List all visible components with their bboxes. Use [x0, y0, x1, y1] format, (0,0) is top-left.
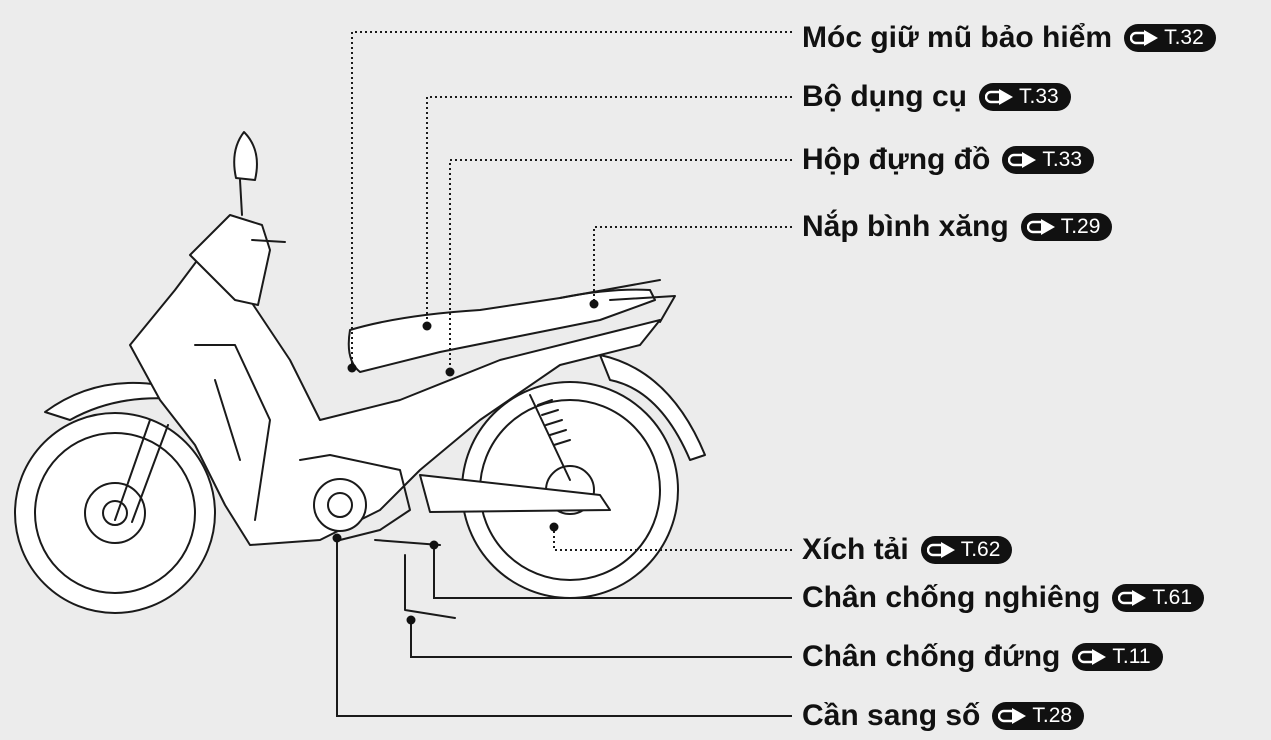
- label-text: Chân chống nghiêng: [802, 581, 1101, 614]
- tail: [559, 279, 676, 323]
- page-ref-pill: T.28: [992, 702, 1085, 730]
- page-ref-pill: T.29: [1020, 213, 1113, 241]
- motorcycle-illustration: [14, 131, 706, 619]
- leader-line-helmet-hook: [351, 31, 792, 368]
- stand: [374, 539, 456, 619]
- label-helmet-hook: Móc giữ mũ bảo hiểm T.32: [802, 18, 1216, 58]
- arrow-right-icon: [926, 542, 955, 558]
- page-ref-pill: T.33: [978, 83, 1071, 111]
- leader-line-tool-kit: [426, 96, 792, 326]
- page-ref: T.11: [1112, 645, 1151, 668]
- arrow-right-icon: [1026, 219, 1055, 235]
- label-text: Nắp bình xăng: [802, 210, 1009, 243]
- page-ref-pill: T.32: [1124, 24, 1216, 52]
- label-main-stand: Chân chống đứng T.11: [802, 637, 1163, 677]
- label-side-stand: Chân chống nghiêng T.61: [802, 578, 1205, 618]
- front-fork: [114, 419, 169, 523]
- page-ref-pill: T.62: [920, 536, 1013, 564]
- label-text: Hộp đựng đồ: [802, 143, 991, 176]
- handle-grip: [251, 239, 286, 243]
- swing-arm: [419, 474, 611, 513]
- page-ref-pill: T.61: [1112, 584, 1205, 612]
- leader-line-side-stand: [433, 545, 792, 599]
- label-text: Cần sang số: [802, 699, 981, 732]
- leader-line-main-stand: [410, 620, 792, 658]
- leader-line-storage-box: [449, 159, 792, 372]
- label-gear-shift: Cần sang số T.28: [802, 696, 1085, 736]
- page-ref: T.28: [1032, 704, 1073, 727]
- engine: [299, 454, 411, 541]
- page-ref: T.29: [1060, 215, 1101, 238]
- page-ref: T.33: [1018, 85, 1059, 108]
- leader-line-gear-shift: [336, 538, 792, 717]
- label-tool-kit: Bộ dụng cụ T.33: [802, 77, 1071, 117]
- leader-lines: [336, 31, 792, 717]
- page-ref: T.32: [1164, 26, 1204, 49]
- handlebar: [189, 214, 271, 306]
- label-drive-chain: Xích tải T.62: [802, 530, 1013, 570]
- label-storage-box: Hộp đựng đồ T.33: [802, 140, 1095, 180]
- arrow-right-icon: [1130, 30, 1159, 46]
- arrow-right-icon: [984, 89, 1013, 105]
- page-ref: T.61: [1152, 586, 1193, 609]
- leg-shield: [194, 344, 271, 521]
- arrow-right-icon: [1008, 152, 1037, 168]
- page-ref: T.33: [1042, 148, 1083, 171]
- mirror: [233, 131, 258, 216]
- front-wheel: [14, 412, 216, 614]
- label-text: Bộ dụng cụ: [802, 80, 967, 113]
- arrow-right-icon: [1078, 649, 1107, 665]
- rear-fender: [599, 354, 706, 461]
- label-fuel-cap: Nắp bình xăng T.29: [802, 207, 1113, 247]
- arrow-right-icon: [1118, 590, 1147, 606]
- page-ref-pill: T.11: [1072, 643, 1163, 671]
- label-text: Móc giữ mũ bảo hiểm: [802, 21, 1113, 54]
- arrow-right-icon: [998, 708, 1027, 724]
- label-text: Xích tải: [802, 533, 909, 566]
- page-ref-pill: T.33: [1002, 146, 1095, 174]
- leader-dots: [332, 299, 599, 625]
- page-ref: T.62: [960, 538, 1001, 561]
- label-text: Chân chống đứng: [802, 640, 1061, 673]
- shock-absorber: [529, 394, 571, 481]
- leader-line-fuel-cap: [593, 226, 792, 304]
